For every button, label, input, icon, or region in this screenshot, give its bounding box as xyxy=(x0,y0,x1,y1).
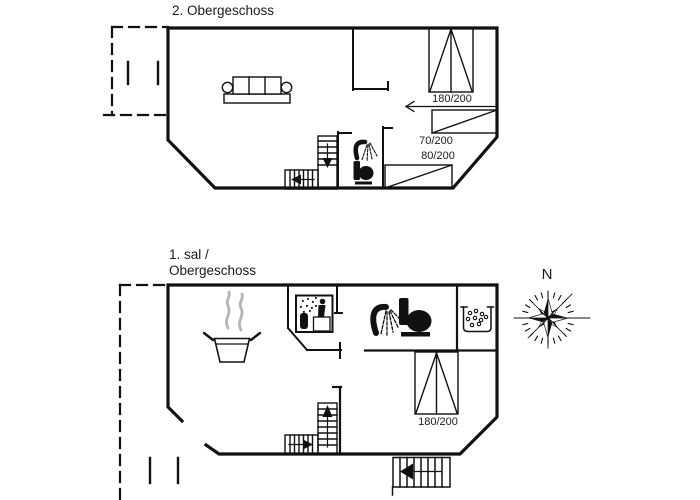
upper-floor-title: 2. Obergeschoss xyxy=(172,3,275,18)
kitchen-pot-icon xyxy=(202,290,262,363)
roof-window-label-2: 80/200 xyxy=(421,150,455,162)
roof-window-symbol-2 xyxy=(384,164,453,189)
lower-window-symbol xyxy=(414,351,459,415)
upper-interior-wall xyxy=(352,27,389,91)
ceiling-height-line xyxy=(405,100,498,113)
sofa-icon xyxy=(221,76,293,104)
lower-terrace-dashed-outline xyxy=(118,283,170,500)
lower-interior-walls xyxy=(331,283,499,456)
upper-window-label: 180/200 xyxy=(432,93,472,105)
lower-toilet-icon xyxy=(399,298,432,337)
sauna-icon xyxy=(295,294,334,333)
upper-terrace-ticks xyxy=(126,60,160,86)
roof-window-symbol-1 xyxy=(431,109,498,134)
lower-floor-title-line1: 1. sal / xyxy=(169,247,209,262)
upper-floor-plan xyxy=(102,25,499,190)
compass-rose-icon xyxy=(513,290,591,349)
upper-exterior-wall xyxy=(166,26,499,190)
lower-floor-plan xyxy=(118,283,499,500)
upper-toilet-icon xyxy=(353,161,374,185)
lower-staircase-icon xyxy=(284,402,338,455)
lower-shower-icon xyxy=(370,303,402,336)
upper-staircase-icon xyxy=(284,135,338,190)
upper-terrace-dashed-outline xyxy=(102,25,170,117)
upper-bathroom-walls xyxy=(337,126,393,189)
entrance-stairs-icon xyxy=(391,456,451,496)
lower-terrace-ticks xyxy=(148,456,180,485)
whirlpool-icon xyxy=(460,306,495,333)
sauna-room-walls xyxy=(286,284,343,359)
upper-shower-icon xyxy=(353,139,378,162)
compass-north-label: N xyxy=(541,266,553,283)
roof-window-label-1: 70/200 xyxy=(419,135,453,147)
lower-floor-title-line2: Obergeschoss xyxy=(169,263,257,278)
upper-window-symbol xyxy=(428,27,474,93)
lower-window-label: 180/200 xyxy=(418,416,458,428)
